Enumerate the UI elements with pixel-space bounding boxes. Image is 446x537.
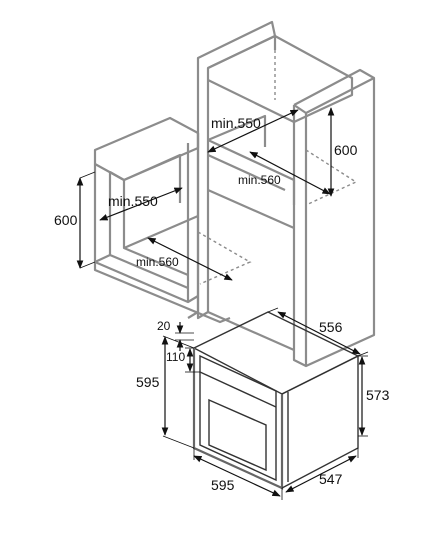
label-oven-body-height: 573 — [366, 387, 390, 403]
label-left-depth: min.560 — [136, 255, 179, 269]
dimension-left-height — [76, 171, 96, 269]
tall-cabinet — [196, 20, 376, 368]
dimension-tall-width — [207, 109, 299, 153]
dimension-oven-body-height — [358, 355, 368, 437]
dimension-left-depth — [147, 237, 233, 281]
dimension-oven-panel — [185, 347, 200, 373]
dimension-oven-front-width — [193, 448, 283, 500]
label-tall-width: min.550 — [211, 115, 261, 131]
label-oven-front-height: 595 — [136, 374, 160, 390]
label-oven-depth-top: 556 — [319, 319, 343, 335]
label-oven-front-width: 595 — [211, 477, 235, 493]
dimension-oven-front-height — [161, 335, 195, 449]
dimension-oven-body-depth — [285, 448, 359, 493]
dimension-tall-depth — [249, 151, 331, 195]
dimension-oven-depth-top — [267, 307, 369, 357]
dimension-left-width — [99, 187, 183, 221]
dimension-oven-top-gap — [175, 322, 194, 351]
label-left-width: min.550 — [108, 193, 158, 209]
label-tall-depth: min.560 — [238, 173, 281, 187]
label-oven-body-depth: 547 — [319, 471, 343, 487]
label-oven-top-gap: 20 — [157, 319, 171, 333]
label-oven-panel: 110 — [166, 350, 185, 364]
label-tall-height: 600 — [334, 142, 358, 158]
label-left-height: 600 — [54, 212, 78, 228]
oven — [192, 311, 360, 490]
